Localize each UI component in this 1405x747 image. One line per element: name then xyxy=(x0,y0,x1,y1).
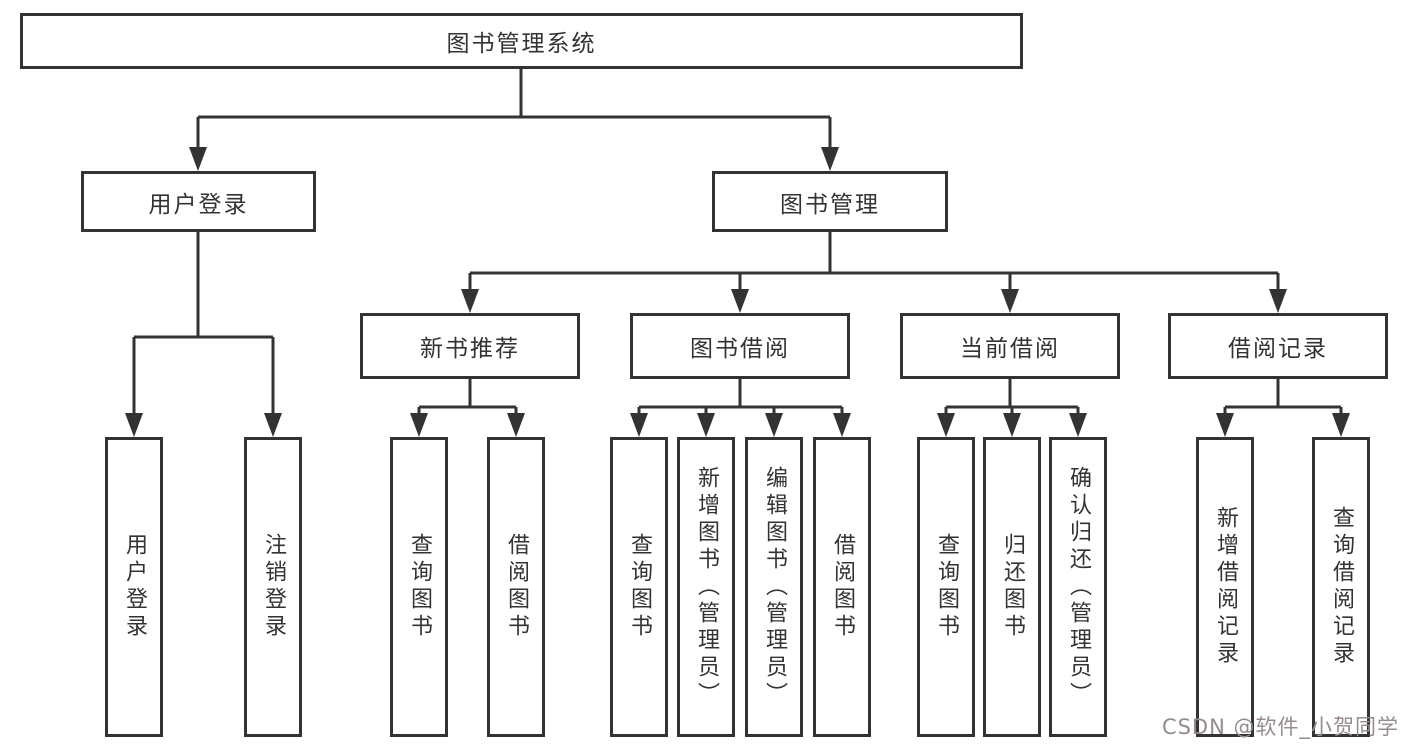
node-book-management-label: 图书管理 xyxy=(780,191,880,218)
leaf-logout: 注销登录 xyxy=(244,437,302,737)
leaf-bb-borrow-books-label: 借阅图书 xyxy=(830,533,855,641)
leaf-bb-add-books-admin: 新增图书（管理员） xyxy=(677,437,735,737)
node-new-book-recommend-label: 新书推荐 xyxy=(420,336,520,362)
leaf-nb-query-books-label: 查询图书 xyxy=(407,533,432,641)
leaf-bb-edit-books-admin: 编辑图书（管理员） xyxy=(745,437,803,737)
leaf-cb-query-books-label: 查询图书 xyxy=(934,533,959,641)
watermark: CSDN @软件_小贺同学 xyxy=(1161,715,1399,739)
node-current-borrow: 当前借阅 xyxy=(900,313,1120,379)
leaf-br-add-record: 新增借阅记录 xyxy=(1196,437,1254,737)
leaf-bb-add-books-admin-label: 新增图书（管理员） xyxy=(694,465,719,709)
leaf-bb-borrow-books: 借阅图书 xyxy=(813,437,871,737)
node-root-label: 图书管理系统 xyxy=(446,31,597,57)
leaf-logout-label: 注销登录 xyxy=(261,533,286,641)
leaf-br-query-record: 查询借阅记录 xyxy=(1312,437,1370,737)
leaf-cb-confirm-return-admin: 确认归还（管理员） xyxy=(1049,437,1107,737)
leaf-cb-return-books: 归还图书 xyxy=(983,437,1041,737)
leaf-nb-borrow-books-label: 借阅图书 xyxy=(504,533,529,641)
leaf-nb-query-books: 查询图书 xyxy=(390,437,448,737)
leaf-br-query-record-label: 查询借阅记录 xyxy=(1329,506,1354,668)
leaf-user-login-label: 用户登录 xyxy=(122,533,147,641)
node-root: 图书管理系统 xyxy=(20,13,1023,69)
node-borrow-records: 借阅记录 xyxy=(1168,313,1388,379)
leaf-nb-borrow-books: 借阅图书 xyxy=(487,437,545,737)
leaf-bb-query-books: 查询图书 xyxy=(610,437,668,737)
node-user-login: 用户登录 xyxy=(81,171,316,232)
leaf-bb-query-books-label: 查询图书 xyxy=(627,533,652,641)
node-user-login-label: 用户登录 xyxy=(148,191,249,218)
node-book-borrow-label: 图书借阅 xyxy=(690,336,790,362)
node-book-borrow: 图书借阅 xyxy=(630,313,850,379)
leaf-br-add-record-label: 新增借阅记录 xyxy=(1213,506,1238,668)
node-book-management: 图书管理 xyxy=(712,171,948,232)
node-borrow-records-label: 借阅记录 xyxy=(1228,336,1328,362)
leaf-cb-return-books-label: 归还图书 xyxy=(1000,533,1025,641)
leaf-user-login: 用户登录 xyxy=(105,437,163,737)
node-new-book-recommend: 新书推荐 xyxy=(360,313,580,379)
node-current-borrow-label: 当前借阅 xyxy=(960,336,1060,362)
leaf-bb-edit-books-admin-label: 编辑图书（管理员） xyxy=(762,465,787,709)
leaf-cb-confirm-return-admin-label: 确认归还（管理员） xyxy=(1066,465,1091,709)
leaf-cb-query-books: 查询图书 xyxy=(917,437,975,737)
